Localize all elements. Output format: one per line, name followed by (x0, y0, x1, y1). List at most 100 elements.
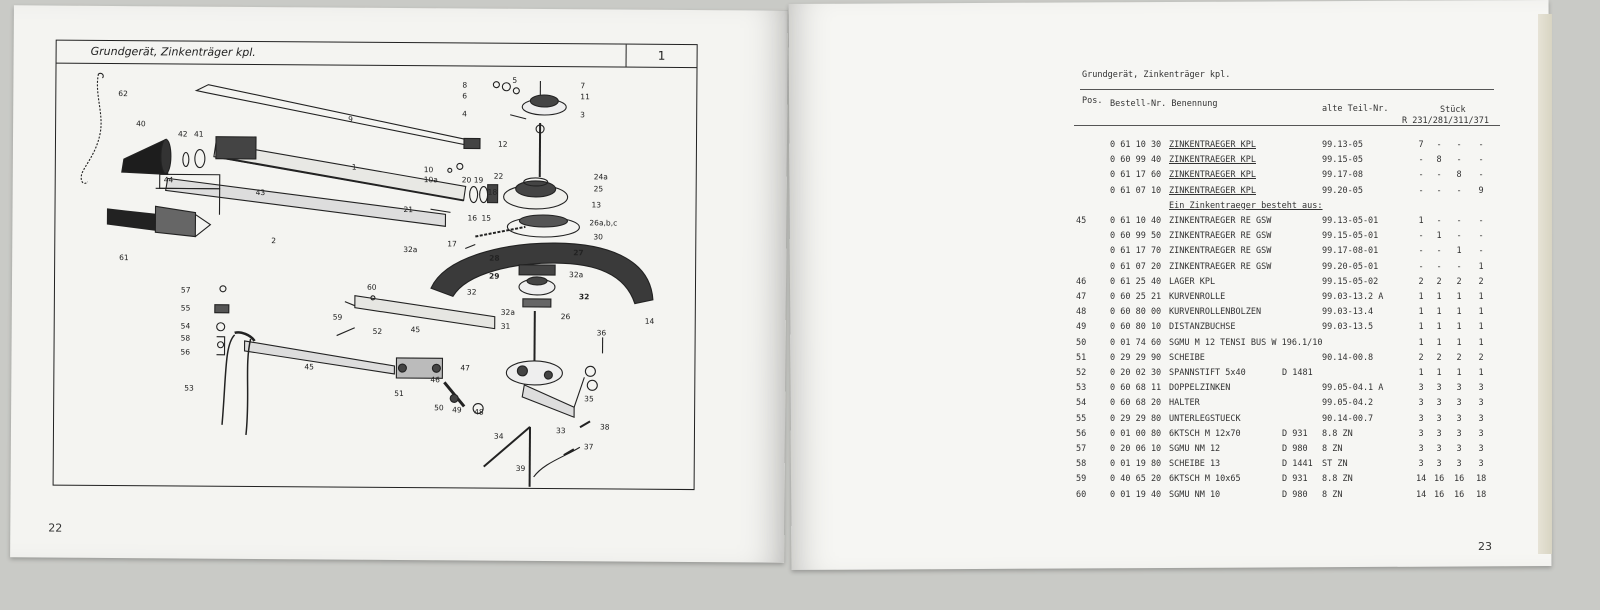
part-label: 29 (489, 272, 500, 281)
cell-benennung: ZINKENTRAEGER KPL (1169, 170, 1256, 181)
cell-alt: 8 ZN (1322, 444, 1343, 454)
cell-qty: - (1436, 261, 1442, 272)
part-label: 7 (580, 81, 585, 90)
assembly-note: Ein Zinkentraeger besteht aus: (1169, 200, 1323, 211)
cell-benennung: SCHEIBE 13 (1169, 459, 1221, 470)
cell-alt: 90.14-00.8 (1322, 352, 1374, 363)
cell-bestell: 0 61 10 40 (1110, 216, 1162, 226)
cell-qty: - (1478, 231, 1484, 242)
cell-benennung: DISTANZBUCHSE (1169, 322, 1236, 333)
cell-qty: 3 (1478, 428, 1484, 439)
cell-benennung: KURVENROLLENBOLZEN (1169, 307, 1262, 318)
cell-pos: 60 (1076, 489, 1087, 500)
part-label: 30 (593, 232, 603, 241)
cell-qty: 16 (1434, 489, 1445, 500)
cell-qty: 3 (1436, 428, 1442, 439)
cell-qty: - (1418, 261, 1424, 272)
part-label: 32a (403, 245, 417, 254)
col-alt: alte Teil-Nr. (1322, 104, 1389, 114)
cell-qty: 2 (1456, 352, 1462, 363)
col-pos: Pos. (1082, 96, 1103, 106)
cell-alt: 99.03-13.2 A (1322, 292, 1384, 302)
cell-qty: - (1436, 216, 1442, 226)
cell-pos: 52 (1076, 368, 1087, 378)
part-label: 5 (512, 76, 517, 85)
part-label: 18 (488, 188, 498, 197)
col-models: R 231/281/311/371 (1402, 116, 1489, 126)
cell-qty: 1 (1456, 337, 1462, 348)
cell-qty: - (1418, 155, 1424, 166)
cell-qty: 1 (1436, 337, 1442, 348)
cell-qty: 16 (1454, 474, 1465, 485)
cell-benennung: ZINKENTRAEGER KPL (1169, 185, 1256, 196)
cell-benennung: SGMU M 12 TENSI BUS W 196.1/10 (1169, 337, 1323, 348)
page-number-right: 23 (1478, 540, 1492, 553)
part-label: 32a (569, 270, 583, 279)
left-page: Grundgerät, Zinkenträger kpl. 1 (10, 5, 788, 563)
part-label: 38 (600, 422, 610, 431)
part-label: 26 (561, 312, 571, 321)
cell-qty: 2 (1436, 352, 1442, 363)
cell-qty: 1 (1436, 292, 1442, 302)
cell-qty: 7 (1418, 140, 1424, 150)
cell-qty: 3 (1478, 398, 1484, 409)
part-label: 33 (556, 426, 566, 435)
part-label: 9 (348, 115, 353, 124)
cell-benennung: SPANNSTIFT 5x40 (1169, 368, 1246, 378)
cell-bestell: 0 61 07 10 (1110, 185, 1162, 196)
cell-bestell: 0 60 68 11 (1110, 383, 1162, 394)
part-label: 8 (462, 80, 467, 89)
cell-qty: 2 (1478, 276, 1484, 287)
cell-alt: 99.05-04.2 (1322, 398, 1374, 409)
cell-qty: 16 (1434, 474, 1445, 485)
cell-bestell: 0 61 17 60 (1110, 170, 1162, 181)
cell-qty: 1 (1478, 337, 1484, 348)
cell-qty: 3 (1456, 428, 1462, 439)
cell-bestell: 0 61 07 20 (1110, 261, 1162, 272)
part-label: 13 (592, 200, 602, 209)
part-label: 54 (181, 321, 191, 330)
parts-list-title: Grundgerät, Zinkenträger kpl. (1082, 70, 1231, 80)
cell-pos: 56 (1076, 428, 1087, 439)
part-label: 40 (136, 119, 146, 128)
cell-qty: 1 (1418, 216, 1424, 226)
cell-din: D 1441 (1282, 459, 1313, 470)
cell-benennung: UNTERLEGSTUECK (1169, 413, 1241, 424)
cell-alt: 99.15-05-01 (1322, 231, 1379, 242)
part-label: 15 (481, 214, 491, 223)
part-label: 57 (181, 285, 191, 294)
cell-qty: 14 (1416, 474, 1427, 485)
cell-bestell: 0 01 19 40 (1110, 489, 1162, 500)
cell-qty: 1 (1436, 231, 1442, 242)
part-label: 10 (424, 165, 434, 174)
cell-bestell: 0 60 68 20 (1110, 398, 1162, 409)
cell-qty: 3 (1418, 413, 1424, 424)
cell-qty: 3 (1478, 413, 1484, 424)
cell-qty: 3 (1456, 413, 1462, 424)
col-bestell: Bestell-Nr. Benennung (1110, 99, 1218, 109)
cell-bestell: 0 01 00 80 (1110, 428, 1162, 439)
cell-benennung: HALTER (1169, 398, 1200, 409)
cell-qty: 2 (1478, 352, 1484, 363)
cell-benennung: SGMU NM 12 (1169, 444, 1221, 454)
cell-benennung: KURVENROLLE (1169, 292, 1226, 302)
cell-bestell: 0 29 29 90 (1110, 352, 1162, 363)
cell-alt: ST ZN (1322, 459, 1348, 470)
part-label: 60 (367, 283, 377, 292)
cell-qty: - (1436, 140, 1442, 150)
part-label: 14 (645, 317, 655, 326)
cell-pos: 45 (1076, 216, 1087, 226)
part-label: 28 (489, 254, 500, 263)
cell-qty: - (1418, 246, 1424, 257)
cell-benennung: 6KTSCH M 12x70 (1169, 428, 1241, 439)
cell-qty: 1 (1478, 292, 1484, 302)
cell-bestell: 0 20 02 30 (1110, 368, 1162, 378)
part-label: 61 (119, 253, 129, 262)
cell-qty: 14 (1416, 489, 1427, 500)
cell-qty: 3 (1478, 459, 1484, 470)
cell-qty: 1 (1478, 261, 1484, 272)
part-label: 53 (184, 384, 194, 393)
part-label: 19 (474, 176, 484, 185)
cell-qty: - (1436, 185, 1442, 196)
cell-qty: 1 (1436, 368, 1442, 378)
